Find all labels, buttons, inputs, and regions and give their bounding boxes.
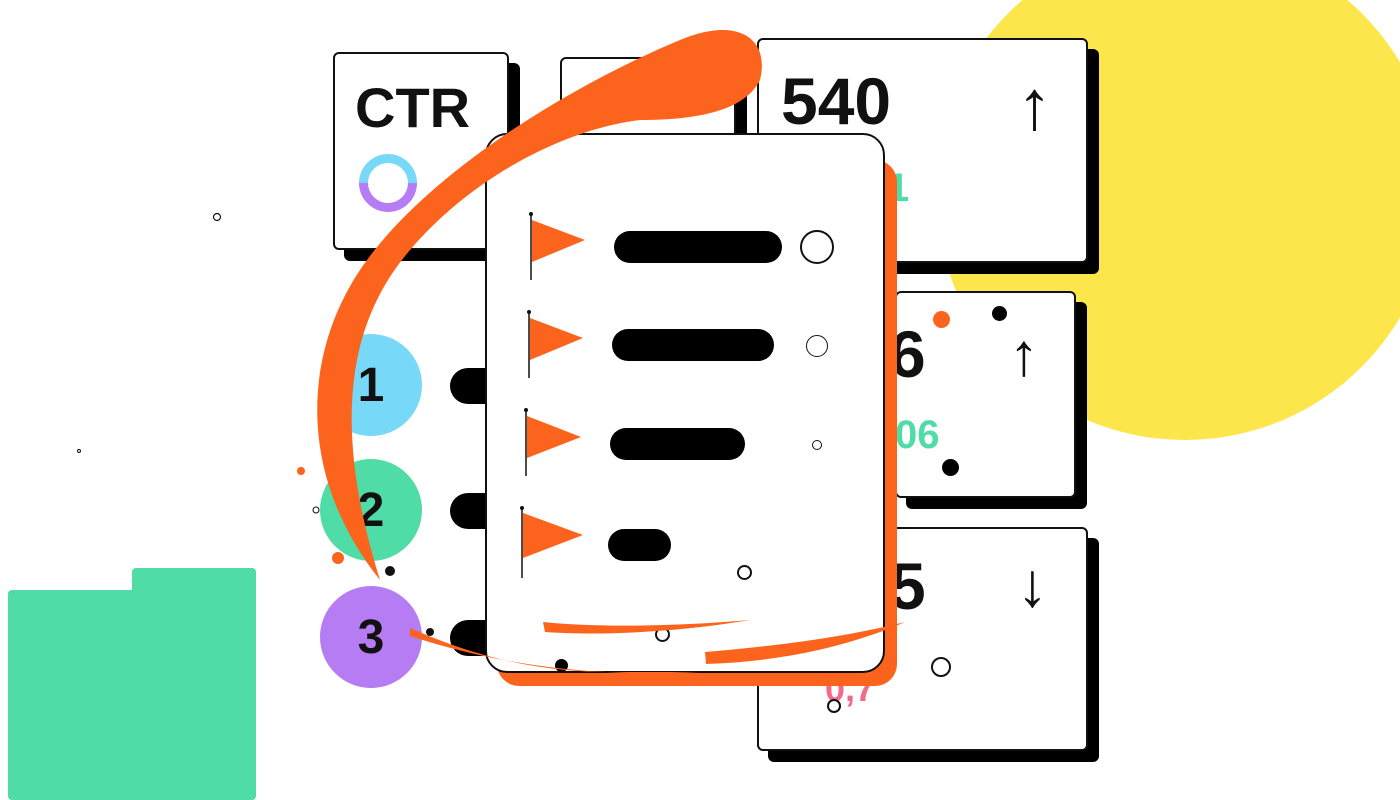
dot <box>933 311 950 328</box>
dot <box>992 306 1007 321</box>
arrow-down-icon: ↓ <box>1017 551 1048 620</box>
ring <box>806 335 828 357</box>
ring <box>827 699 841 713</box>
dot <box>942 459 959 476</box>
ring <box>931 657 951 677</box>
list-bar <box>610 428 745 460</box>
ring <box>812 440 822 450</box>
ring <box>737 565 752 580</box>
flag-icon <box>529 212 585 280</box>
list-bar <box>612 329 774 361</box>
ctr-label: CTR <box>355 76 471 139</box>
flag-icon <box>527 310 583 378</box>
brush-stroke <box>705 622 905 664</box>
step-circle-3: 3 <box>320 586 422 688</box>
list-bar <box>608 529 671 561</box>
green-block-base <box>8 590 256 800</box>
brush-stroke <box>410 628 700 674</box>
brush-stroke <box>543 620 750 634</box>
arrow-up-icon: ↑ <box>1017 66 1052 144</box>
arrow-up-icon: ↑ <box>1009 321 1039 388</box>
brush-stroke <box>317 29 762 580</box>
list-bar <box>614 231 782 263</box>
flag-icon <box>524 408 581 476</box>
metric-value: 540 <box>781 64 892 138</box>
checklist-document <box>485 133 885 673</box>
ring <box>800 230 834 264</box>
metric-change: 06 <box>895 413 940 457</box>
flag-icon <box>520 506 583 578</box>
